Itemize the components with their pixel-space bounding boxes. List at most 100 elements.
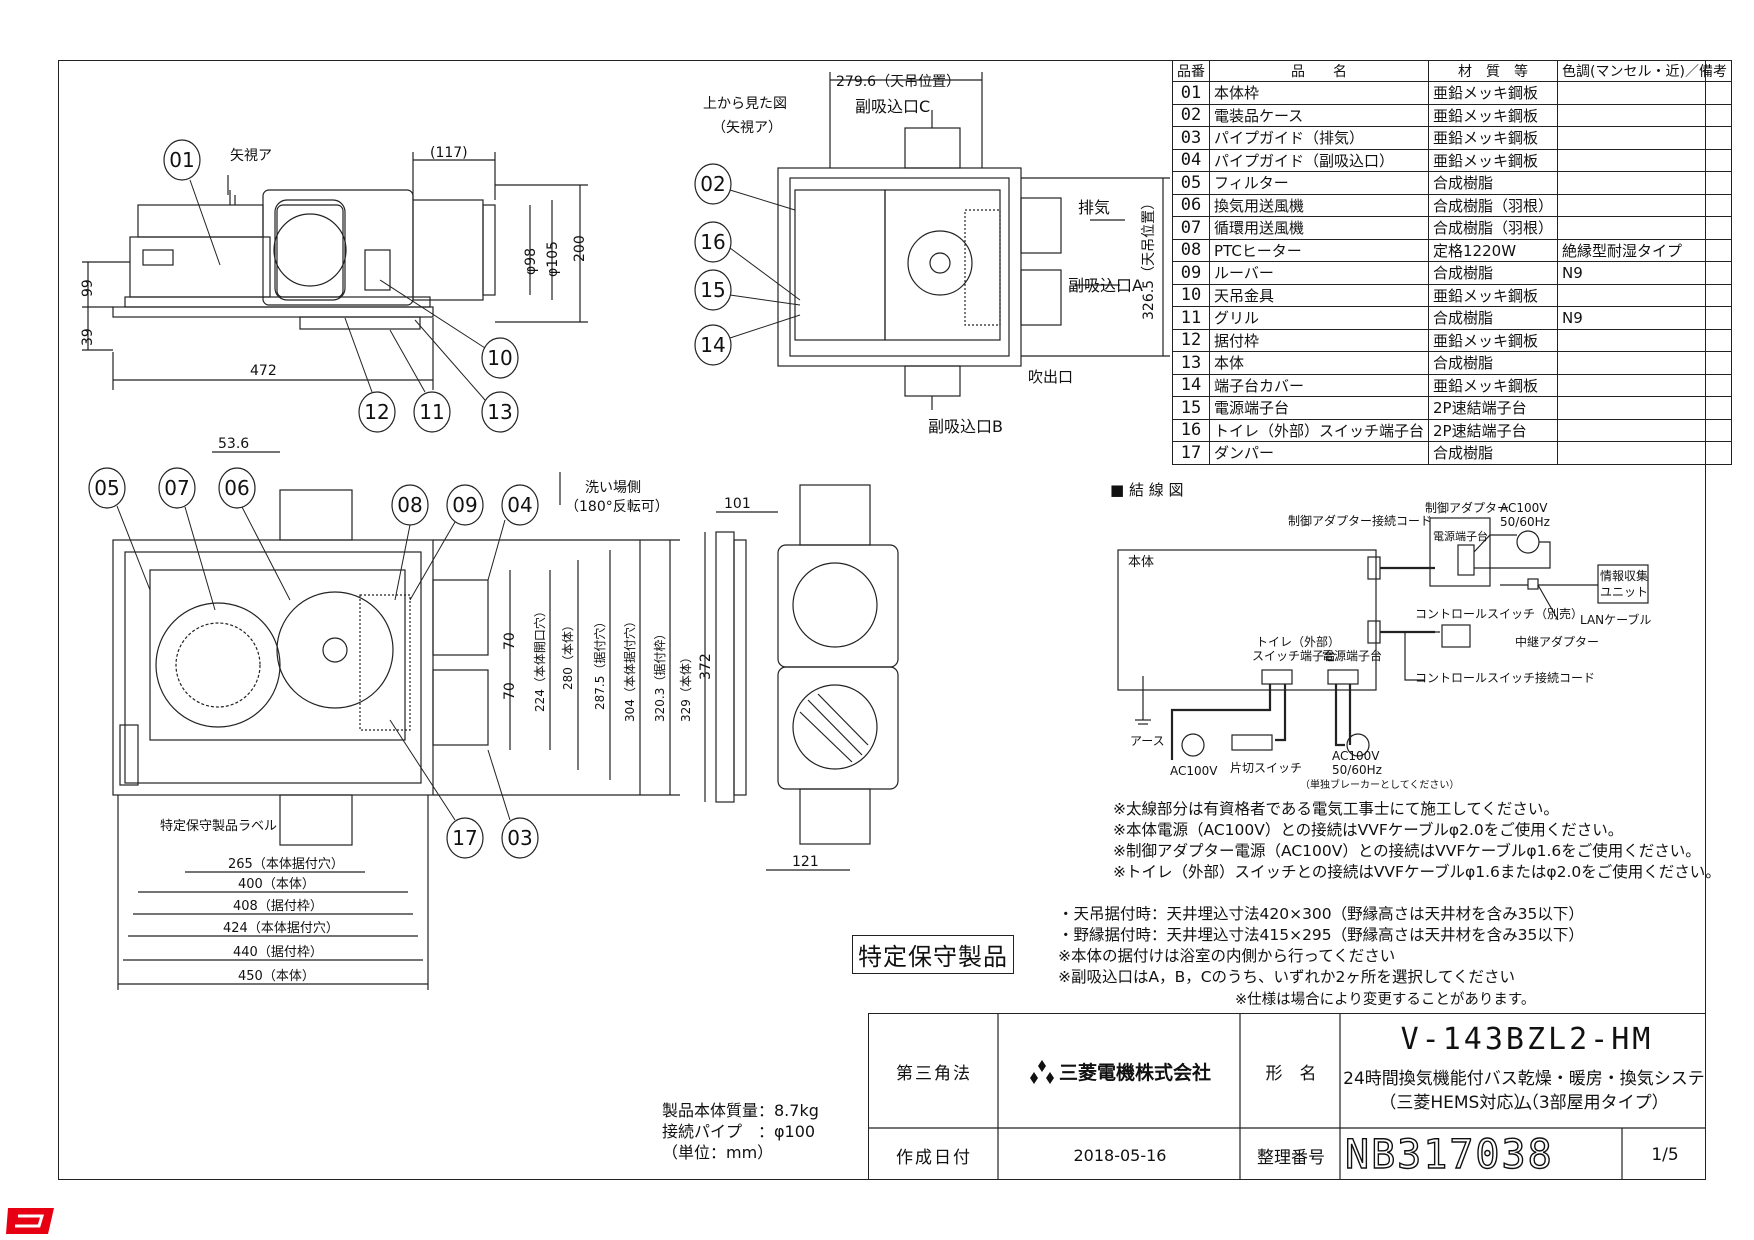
label-rotatable: （180°反転可） [565,499,669,515]
title-block: 第三角法 三菱電機株式会社 形 名 V-143BZL2-HM 24時間換気機能付… [868,1013,1706,1180]
parts-cell-name: 循環用送風機 [1208,216,1430,240]
parts-cell-no: 13 [1172,351,1210,375]
label-sub-inlet-c: 副吸込口C [855,97,930,116]
parts-cell-material: 定格1220W [1428,238,1559,262]
parts-cell-no: 10 [1172,283,1210,307]
note-1: ※太線部分は有資格者である電気工事士にて施工してください。 [1113,800,1559,818]
company: 三菱電機株式会社 [999,1014,1241,1129]
parts-cell-note: N9 [1557,261,1732,285]
svg-text:15: 15 [700,278,725,302]
svg-text:224（本体開口穴）: 224（本体開口穴） [532,605,547,712]
svg-text:10: 10 [487,346,512,370]
parts-cell-name: グリル [1208,306,1430,330]
parts-cell-name: 換気用送風機 [1208,193,1430,217]
svg-text:AC100V: AC100V [1170,764,1218,778]
svg-text:電源端子台: 電源端子台 [1433,529,1488,543]
parts-cell-note [1557,171,1732,195]
svg-text:中継アダプター: 中継アダプター [1515,634,1599,649]
svg-text:329（本体）: 329（本体） [679,651,693,722]
balloon-12 [358,391,396,433]
balloon-02 [694,163,732,205]
svg-text:コントロールスイッチ（別売）: コントロールスイッチ（別売） [1415,606,1583,621]
parts-cell-material: 2P速結端子台 [1428,418,1559,442]
balloon-09 [446,484,484,526]
mass-info: 製品本体質量：8.7kg 接続パイプ ：φ100 （単位：mm） [662,1101,819,1162]
parts-cell-no: 16 [1172,418,1210,442]
balloon-15 [694,269,732,311]
balloon-17 [446,817,484,859]
parts-cell-note [1557,103,1732,127]
svg-text:70: 70 [502,632,518,650]
parts-cell-name: ルーバー [1208,261,1430,285]
svg-text:200: 200 [572,235,588,262]
svg-text:450（本体）: 450（本体） [238,969,315,984]
svg-text:ユニット: ユニット [1600,585,1648,599]
label-special: 特定保守製品ラベル [160,819,277,834]
svg-text:326.5（天吊位置）: 326.5（天吊位置） [1141,196,1157,320]
balloon-07 [158,467,196,509]
parts-cell-name: 電装品ケース [1208,103,1430,127]
parts-cell-material: 亜鉛メッキ鋼板 [1428,283,1559,307]
svg-text:101: 101 [724,496,751,512]
parts-cell-material: 合成樹脂 [1428,351,1559,375]
parts-cell-note [1557,216,1732,240]
svg-text:コントロールスイッチ接続コード: コントロールスイッチ接続コード [1415,670,1595,685]
parts-cell-name: ダンパー [1208,441,1430,465]
parts-cell-no: 03 [1172,126,1210,150]
parts-cell-material: 亜鉛メッキ鋼板 [1428,328,1559,352]
svg-text:400（本体）: 400（本体） [238,877,315,892]
drawing-number: NB317038 [1344,1131,1554,1178]
parts-cell-note [1557,148,1732,172]
parts-cell-note [1557,373,1732,397]
svg-text:制御アダプター: 制御アダプター [1425,500,1509,515]
wiring-title: ■ 結 線 図 [1110,481,1183,499]
note-2: ※本体電源（AC100V）との接続はVVFケーブルφ2.0をご使用ください。 [1113,821,1624,839]
balloon-05 [88,467,126,509]
svg-text:（単独ブレーカーとしてください）: （単独ブレーカーとしてください） [1300,778,1459,791]
parts-cell-note: N9 [1557,306,1732,330]
svg-text:AC100V: AC100V [1500,501,1548,515]
parts-cell-note [1557,126,1732,150]
parts-cell-note [1557,81,1732,105]
parts-cell-name: PTCヒーター [1208,238,1430,262]
parts-cell-no: 06 [1172,193,1210,217]
parts-cell-name: 本体 [1208,351,1430,375]
svg-text:17: 17 [452,826,477,850]
svg-text:424（本体据付穴）: 424（本体据付穴） [223,921,339,936]
date: 2018-05-16 [1073,1145,1167,1165]
label-top-view: 上から見た図 [703,96,787,112]
svg-text:99: 99 [80,279,96,297]
parts-cell-no: 04 [1172,148,1210,172]
note-3: ※制御アダプター電源（AC100V）との接続はVVFケーブルφ1.6をご使用くだ… [1113,842,1701,860]
balloon-04 [501,484,539,526]
projection: 第三角法 [896,1064,972,1084]
parts-cell-no: 15 [1172,396,1210,420]
svg-text:本体: 本体 [1128,555,1154,570]
svg-text:287.5（据付穴）: 287.5（据付穴） [592,616,607,710]
svg-text:279.6（天吊位置）: 279.6（天吊位置） [836,74,960,90]
parts-cell-name: 据付枠 [1208,328,1430,352]
date-label: 作成日付 [896,1147,972,1168]
balloon-text: 01 [169,148,194,172]
number-label: 整理番号 [1257,1147,1325,1168]
svg-text:(117): (117) [430,145,468,161]
svg-text:372: 372 [698,653,714,680]
svg-text:408（据付枠）: 408（据付枠） [233,899,323,914]
svg-text:08: 08 [397,493,422,517]
label-sub-inlet-b: 副吸込口B [928,417,1003,436]
svg-text:情報収集: 情報収集 [1600,568,1648,583]
top-view [777,72,1170,410]
label-exhaust: 排気 [1078,198,1110,217]
parts-cell-no: 05 [1172,171,1210,195]
parts-cell-name: 端子台カバー [1208,373,1430,397]
drawing-frame [58,60,1706,1180]
